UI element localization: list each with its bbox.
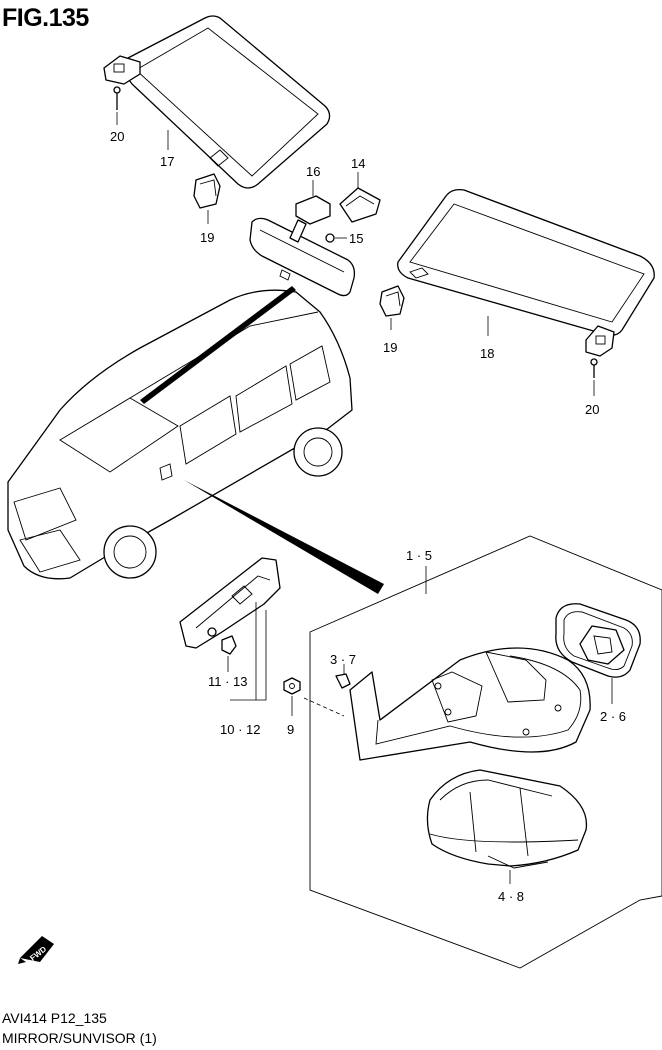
screw-15[interactable] — [325, 233, 335, 243]
sunvisor-left-hinge[interactable] — [103, 55, 141, 85]
mirror-cover-4-8[interactable] — [426, 769, 588, 869]
callout-4-8: 4 · 8 — [498, 889, 524, 904]
screw-20-left[interactable] — [113, 86, 121, 110]
sunvisor-right-hinge[interactable] — [585, 325, 615, 357]
figure-code: AVI414 P12_135 — [2, 1010, 107, 1026]
outside-mirror-box — [309, 535, 662, 969]
callout-17: 17 — [160, 154, 174, 169]
outside-mirror-body[interactable] — [349, 647, 591, 761]
mirror-cover-14[interactable] — [339, 187, 381, 223]
forward-arrow-icon: FWD — [18, 936, 54, 964]
callout-9: 9 — [287, 722, 294, 737]
callout-11-13: 11 · 13 — [208, 674, 248, 689]
pointer-wedge-lower — [184, 480, 384, 594]
callout-19-left: 19 — [200, 230, 214, 245]
callout-20-left: 20 — [110, 129, 124, 144]
callout-10-12: 10 · 12 — [220, 722, 260, 737]
sunvisor-left[interactable] — [125, 15, 331, 189]
callout-15: 15 — [349, 231, 363, 246]
vehicle-outline — [7, 289, 353, 580]
callout-20-right: 20 — [585, 402, 599, 417]
screw-20-right[interactable] — [590, 358, 598, 378]
garnish-10-12[interactable] — [179, 557, 281, 649]
figure-description: MIRROR/SUNVISOR (1) — [2, 1030, 157, 1046]
mirror-glass-2-6[interactable] — [555, 603, 641, 678]
rearview-mirror[interactable] — [249, 217, 356, 297]
pointer-wedge-upper — [140, 286, 296, 404]
callout-18: 18 — [480, 346, 494, 361]
callout-1-5: 1 · 5 — [406, 548, 432, 563]
callout-19-right: 19 — [383, 340, 397, 355]
figure-title: FIG.135 — [2, 4, 89, 32]
callout-3-7: 3 · 7 — [330, 652, 356, 667]
sunvisor-right[interactable] — [397, 188, 655, 336]
mirror-stay-16[interactable] — [289, 195, 331, 243]
callout-16: 16 — [306, 164, 320, 179]
bolt-3-7[interactable] — [335, 673, 351, 689]
nut-9[interactable] — [283, 677, 301, 695]
clip-19-right[interactable] — [379, 285, 405, 317]
clip-19-left[interactable] — [193, 173, 221, 209]
callout-14: 14 — [351, 156, 365, 171]
callout-2-6: 2 · 6 — [600, 709, 626, 724]
clip-11-13[interactable] — [221, 635, 237, 655]
